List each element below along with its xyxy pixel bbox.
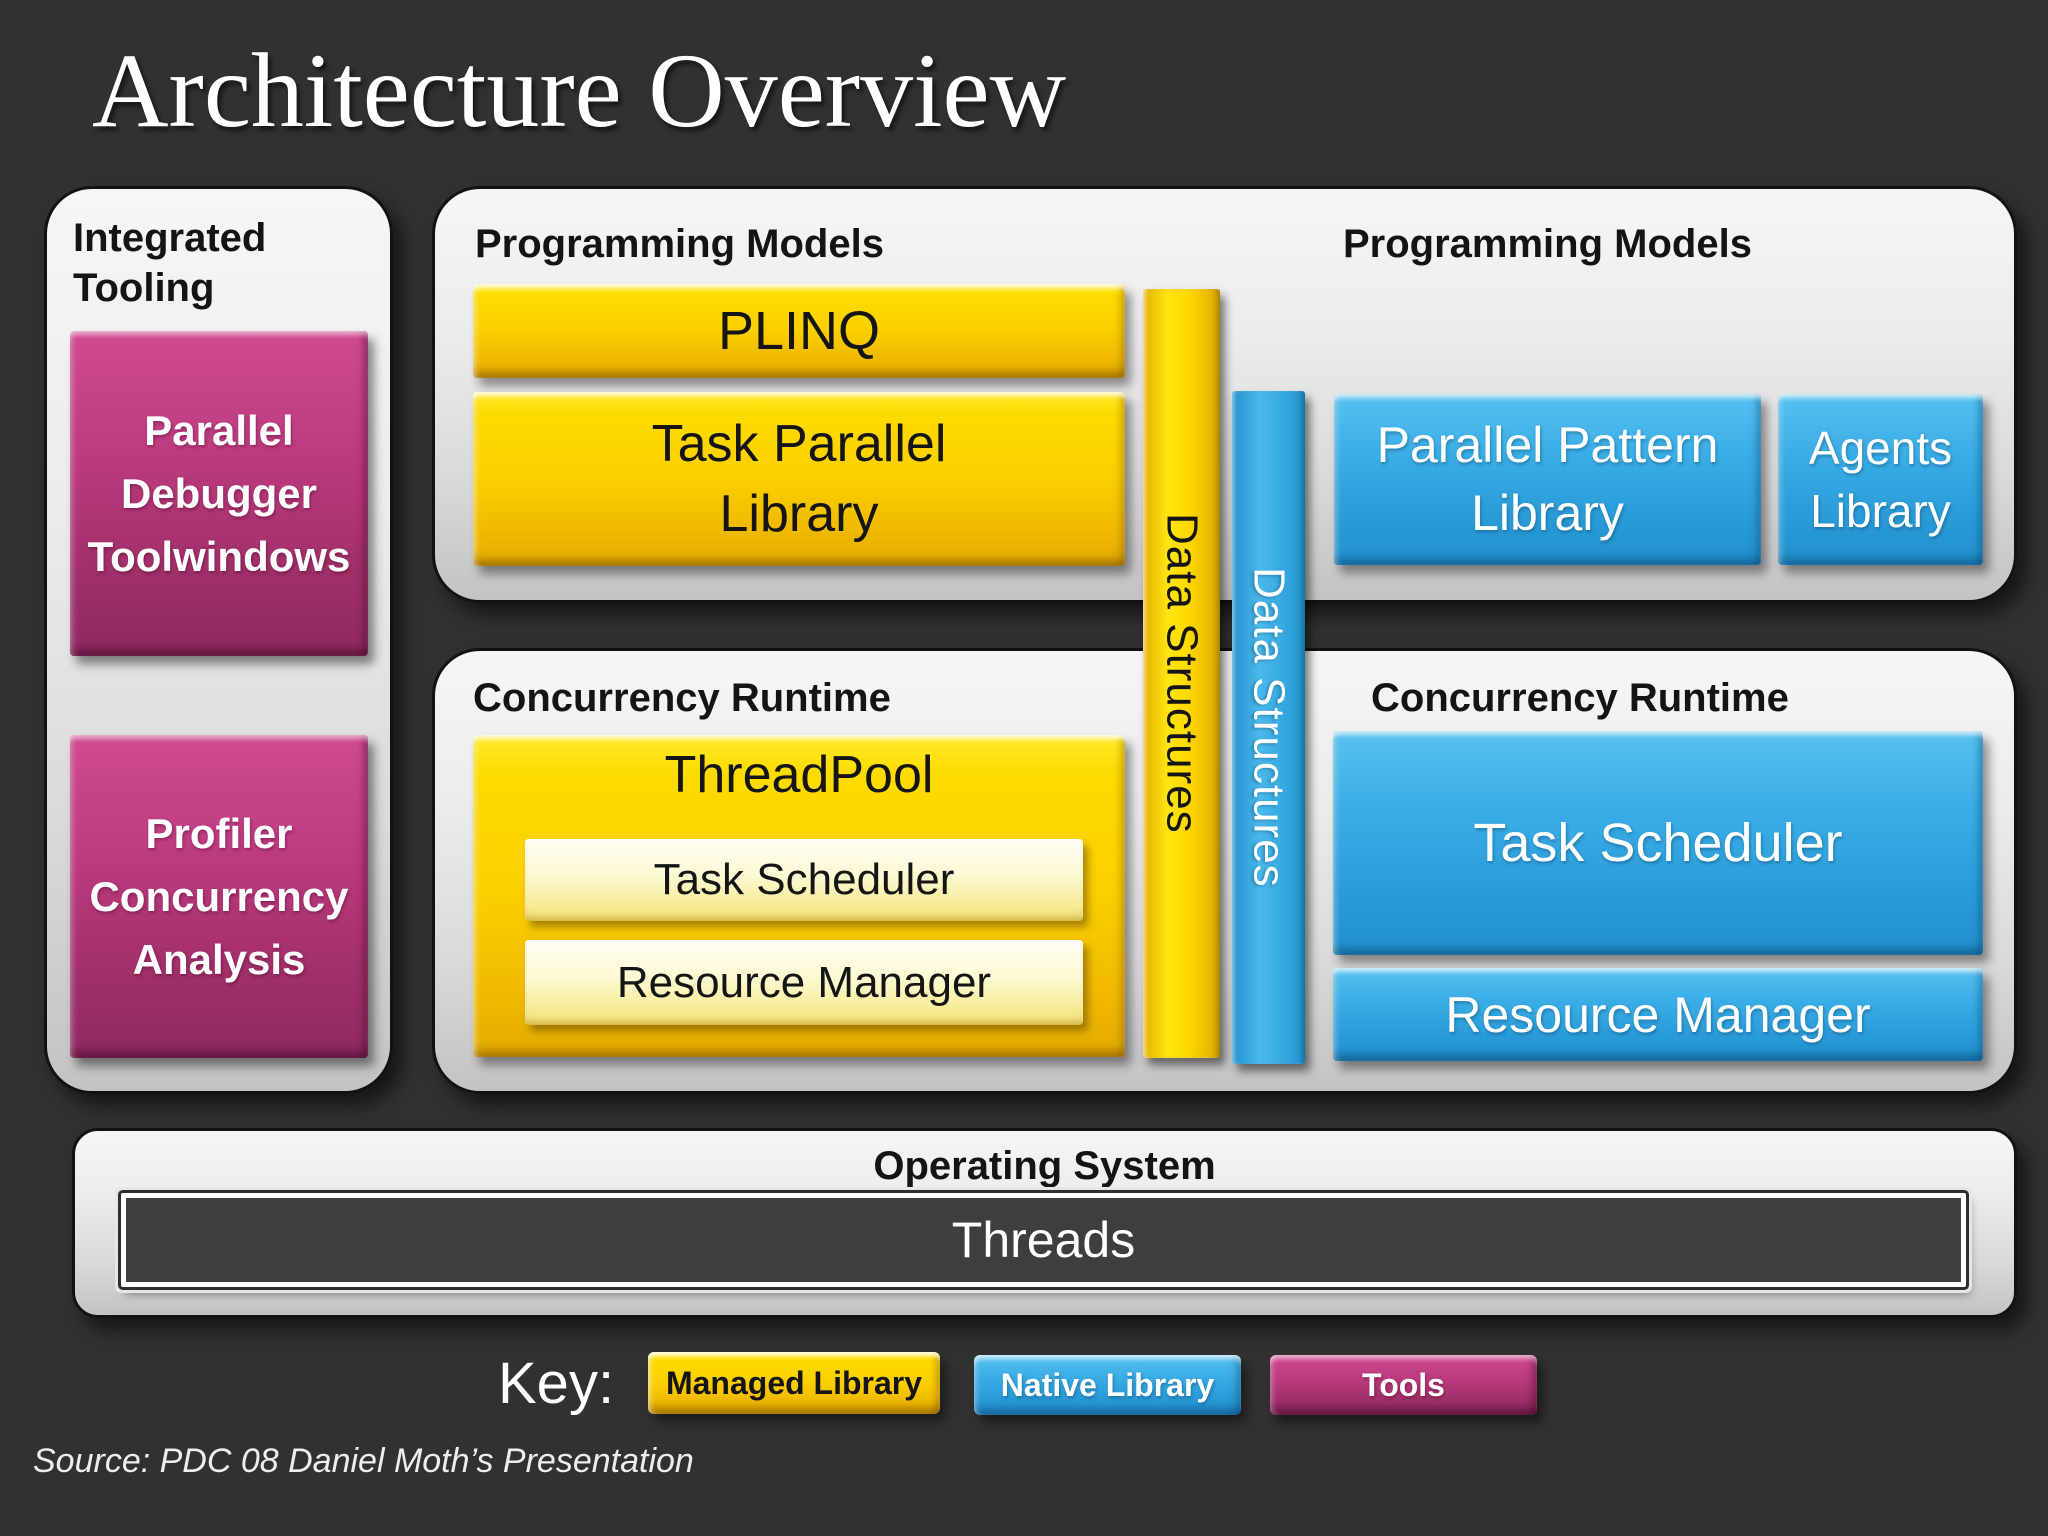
threadpool-box: ThreadPool Task Scheduler Resource Manag… (473, 735, 1125, 1057)
threads-label: Threads (951, 1212, 1136, 1268)
concurrency-runtime-header-native: Concurrency Runtime (1371, 676, 1789, 720)
parallel-pattern-library-label: Parallel Pattern Library (1376, 417, 1719, 541)
key-managed-library-chip: Managed Library (648, 1352, 940, 1414)
task-parallel-library-label: Task Parallel Library (651, 414, 947, 543)
resource-manager-managed-box: Resource Manager (525, 940, 1083, 1025)
key-tools-label: Tools (1362, 1366, 1445, 1403)
resource-manager-native-label: Resource Manager (1445, 986, 1871, 1043)
agents-library-box: Agents Library (1778, 394, 1983, 565)
resource-manager-managed-label: Resource Manager (616, 957, 992, 1007)
programming-models-header-managed: Programming Models (475, 222, 884, 266)
data-structures-native-label: Data Structures (1244, 567, 1294, 888)
operating-system-header: Operating System (873, 1144, 1216, 1188)
key-managed-library-label: Managed Library (665, 1364, 923, 1401)
task-scheduler-managed-label: Task Scheduler (653, 855, 955, 904)
threadpool-label: ThreadPool (664, 746, 934, 804)
plinq-box: PLINQ (473, 284, 1125, 378)
data-structures-managed-label: Data Structures (1157, 513, 1207, 834)
profiler-concurrency-analysis-label: Profiler Concurrency Analysis (89, 810, 349, 983)
integrated-tooling-header: Integrated Tooling (73, 216, 267, 310)
integrated-tooling-panel: Integrated Tooling Parallel Debugger Too… (44, 186, 393, 1094)
agents-library-label: Agents Library (1808, 422, 1953, 537)
task-scheduler-native-box: Task Scheduler (1333, 731, 1983, 955)
task-scheduler-native-label: Task Scheduler (1473, 813, 1843, 873)
concurrency-runtime-panel: Concurrency Runtime Concurrency Runtime … (432, 648, 2017, 1094)
parallel-pattern-library-box: Parallel Pattern Library (1334, 394, 1761, 565)
programming-models-header-native: Programming Models (1343, 222, 1752, 266)
parallel-debugger-toolwindows-label: Parallel Debugger Toolwindows (87, 407, 351, 580)
data-structures-native-bar: Data Structures (1232, 391, 1305, 1064)
profiler-concurrency-analysis-box: Profiler Concurrency Analysis (70, 735, 368, 1058)
page-title: Architecture Overview (92, 32, 1067, 149)
key-label: Key: (498, 1351, 615, 1416)
programming-models-panel: Programming Models Programming Models PL… (432, 186, 2017, 603)
threads-bar: Threads (121, 1193, 1966, 1287)
key-native-library-label: Native Library (1000, 1366, 1215, 1403)
data-structures-managed-bar: Data Structures (1143, 289, 1220, 1058)
task-parallel-library-box: Task Parallel Library (473, 392, 1125, 566)
task-scheduler-managed-box: Task Scheduler (525, 839, 1083, 921)
operating-system-panel: Operating System Threads (72, 1128, 2017, 1318)
concurrency-runtime-header-managed: Concurrency Runtime (473, 676, 891, 720)
resource-manager-native-box: Resource Manager (1333, 968, 1983, 1061)
key-native-library-chip: Native Library (974, 1355, 1241, 1415)
plinq-label: PLINQ (717, 301, 881, 361)
source-attribution: Source: PDC 08 Daniel Moth’s Presentatio… (33, 1442, 694, 1480)
parallel-debugger-toolwindows-box: Parallel Debugger Toolwindows (70, 331, 368, 656)
key-tools-chip: Tools (1270, 1355, 1537, 1415)
